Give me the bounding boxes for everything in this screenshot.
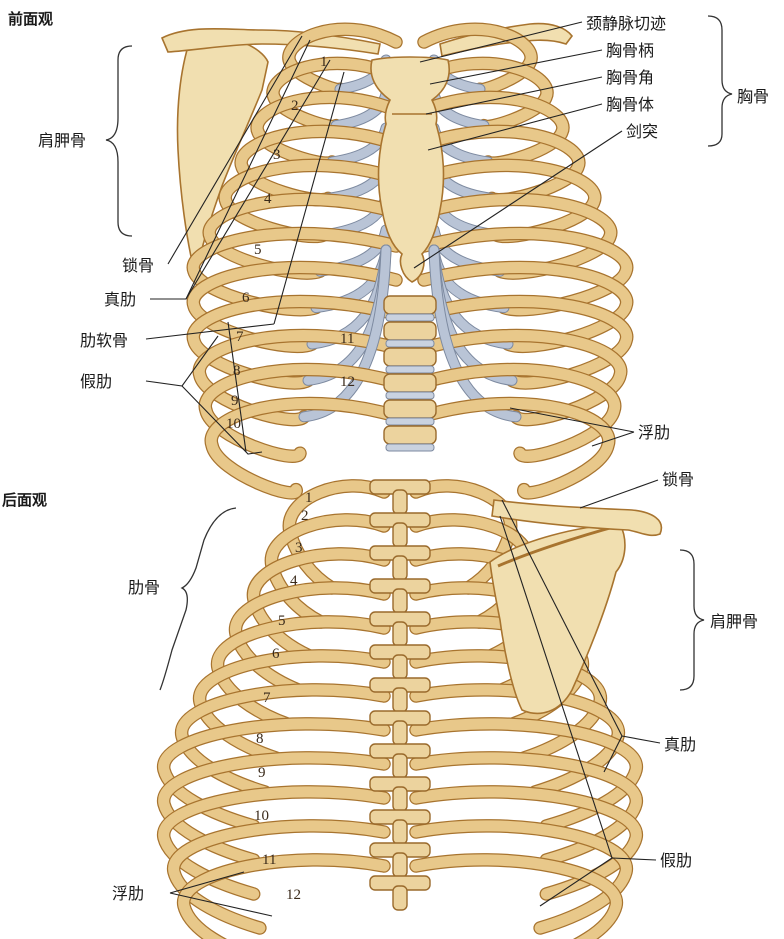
post-rib-12-L xyxy=(184,860,384,939)
post-rib-number-5: 5 xyxy=(278,613,286,629)
posterior-view: 后面观 1 2 3 4 5 6 7 8 9 10 11 12 锁骨 肋骨 肩胛骨 xyxy=(2,470,758,939)
label-false-ribs-anterior: 假肋 xyxy=(80,372,112,391)
ant-vertebra-2 xyxy=(384,322,436,340)
ant-vertebra-1 xyxy=(384,296,436,314)
post-spinous-process-6 xyxy=(393,655,407,679)
label-true-ribs-anterior: 真肋 xyxy=(104,290,136,309)
post-spinous-process-2 xyxy=(393,523,407,547)
leader-true-ribs-posterior xyxy=(622,736,660,743)
post-spinous-process-1 xyxy=(393,490,407,514)
post-spinous-process-13 xyxy=(393,886,407,910)
ant-rib-number-6: 6 xyxy=(242,290,250,306)
post-rib-number-4: 4 xyxy=(290,573,298,589)
post-rib-number-9: 9 xyxy=(258,765,266,781)
post-spinous-process-11 xyxy=(393,820,407,844)
post-spinous-process-5 xyxy=(393,622,407,646)
label-true-ribs-posterior: 真肋 xyxy=(664,735,696,754)
ant-vertebra-3 xyxy=(384,348,436,366)
label-scapula-anterior: 肩胛骨 xyxy=(38,131,86,150)
post-rib-1-L xyxy=(289,486,384,588)
ant-rib-number-11: 11 xyxy=(340,331,354,347)
ribs-brace-posterior xyxy=(160,508,236,690)
ant-rib-number-10: 10 xyxy=(226,416,241,432)
label-jugular-notch: 颈静脉切迹 xyxy=(586,14,666,33)
post-spinous-process-10 xyxy=(393,787,407,811)
ant-vertebra-6 xyxy=(384,426,436,444)
ant-disc-2 xyxy=(386,340,434,347)
post-rib-number-11: 11 xyxy=(262,852,276,868)
post-rib-2-L xyxy=(271,520,384,622)
ant-rib-number-9: 9 xyxy=(231,393,239,409)
label-clavicle-posterior: 锁骨 xyxy=(662,470,694,489)
post-rib-12-R xyxy=(416,860,616,939)
posterior-view-title: 后面观 xyxy=(2,491,47,509)
label-sternum-body: 胸骨体 xyxy=(606,95,654,114)
post-rib-number-1: 1 xyxy=(305,490,313,506)
ant-disc-5 xyxy=(386,418,434,425)
anterior-view-title: 前面观 xyxy=(8,10,53,28)
post-rib-number-8: 8 xyxy=(256,731,264,747)
label-clavicle-anterior: 锁骨 xyxy=(122,256,154,275)
ant-rib-number-12: 12 xyxy=(340,374,355,390)
ant-rib-number-1: 1 xyxy=(320,54,328,70)
label-scapula-posterior: 肩胛骨 xyxy=(710,612,758,631)
label-floating-ribs-anterior: 浮肋 xyxy=(638,423,670,442)
post-rib-number-3: 3 xyxy=(295,540,303,556)
label-sternum: 胸骨 xyxy=(737,87,769,106)
post-spinous-process-4 xyxy=(393,589,407,613)
label-false-ribs-posterior: 假肋 xyxy=(660,851,692,870)
ant-disc-4 xyxy=(386,392,434,399)
post-rib-number-2: 2 xyxy=(301,508,309,524)
ant-disc-3 xyxy=(386,366,434,373)
label-sternal-angle: 胸骨角 xyxy=(606,68,654,87)
post-spinous-process-7 xyxy=(393,688,407,712)
ant-vertebra-5 xyxy=(384,400,436,418)
sternum-brace xyxy=(708,16,732,146)
ant-disc-6 xyxy=(386,444,434,451)
ant-rib-number-7: 7 xyxy=(236,329,244,345)
label-xiphoid: 剑突 xyxy=(626,122,658,141)
ant-rib-number-4: 4 xyxy=(264,191,272,207)
leader-clavicle-posterior xyxy=(580,480,658,508)
post-rib-number-12: 12 xyxy=(286,887,301,903)
label-ribs-posterior: 肋骨 xyxy=(128,578,160,597)
post-spinous-process-3 xyxy=(393,556,407,580)
scapula-brace-posterior xyxy=(680,550,704,690)
ant-vertebra-4 xyxy=(384,374,436,392)
ant-disc-1 xyxy=(386,314,434,321)
post-rib-3-L xyxy=(253,554,384,656)
post-rib-number-6: 6 xyxy=(272,646,280,662)
post-rib-number-7: 7 xyxy=(263,690,271,706)
post-spinous-process-9 xyxy=(393,754,407,778)
post-spinous-process-12 xyxy=(393,853,407,877)
label-costal-cartilage: 肋软骨 xyxy=(80,331,128,350)
label-floating-ribs-posterior: 浮肋 xyxy=(112,884,144,903)
ant-rib-number-2: 2 xyxy=(291,98,299,114)
ant-rib-number-5: 5 xyxy=(254,242,262,258)
anterior-spine xyxy=(384,296,436,451)
scapula-brace-anterior xyxy=(106,46,132,236)
post-spinous-process-8 xyxy=(393,721,407,745)
post-rib-number-10: 10 xyxy=(254,808,269,824)
label-manubrium: 胸骨柄 xyxy=(606,41,654,60)
anterior-view: 前面观 1 2 3 4 5 6 7 8 9 10 11 12 颈静 xyxy=(8,10,769,493)
